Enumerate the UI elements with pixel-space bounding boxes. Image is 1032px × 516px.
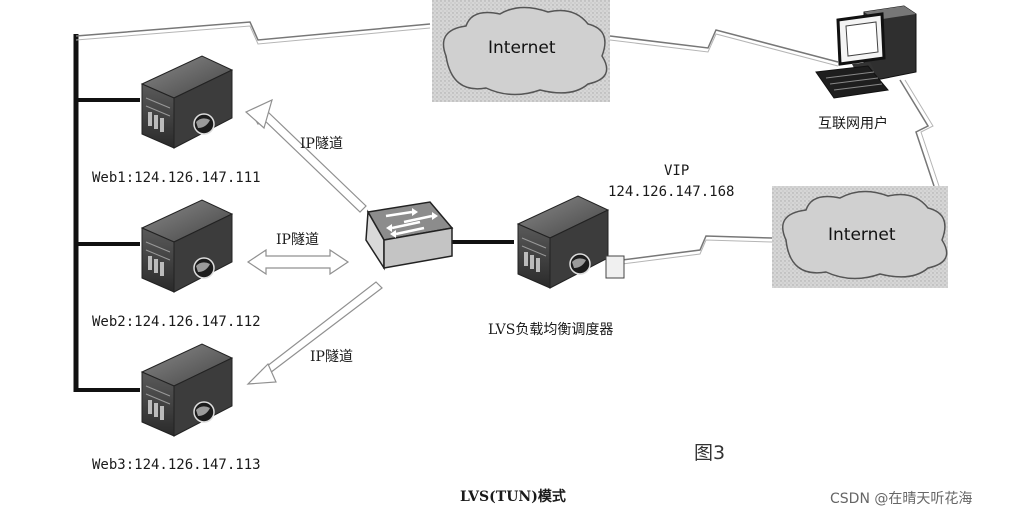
cloud-icon bbox=[432, 0, 610, 102]
web2-label: Web2:124.126.147.112 bbox=[92, 314, 261, 330]
web3-server-icon bbox=[141, 343, 233, 437]
wan-link-client bbox=[609, 29, 839, 63]
watermark: CSDN @在晴天听花海 bbox=[830, 491, 973, 507]
balancer-label: LVS负载均衡调度器 bbox=[488, 322, 614, 338]
client-label: 互联网用户 bbox=[818, 116, 888, 132]
wan-link-client-cloud bbox=[899, 79, 935, 187]
figure-caption: LVS(TUN)模式 bbox=[460, 489, 566, 505]
cloud-label-right: Internet bbox=[828, 225, 896, 245]
cloud-label-top: Internet bbox=[488, 38, 556, 58]
web1-server-icon bbox=[141, 55, 233, 149]
tunnel-label-web2: IP隧道 bbox=[276, 232, 319, 248]
tunnel-label-web3: IP隧道 bbox=[310, 349, 353, 365]
switch-icon bbox=[365, 201, 454, 271]
balancer-server-icon bbox=[517, 195, 609, 289]
web1-label: Web1:124.126.147.111 bbox=[92, 170, 261, 186]
vip-label: VIP bbox=[664, 163, 690, 179]
wan-link-servers bbox=[75, 21, 431, 41]
cloud-icon bbox=[772, 186, 948, 288]
figure-number: 图3 bbox=[694, 442, 726, 464]
vip-address: 124.126.147.168 bbox=[608, 184, 735, 200]
tunnel-arrow-web3 bbox=[246, 281, 383, 385]
computer-icon bbox=[815, 5, 917, 99]
wan-link-balancer bbox=[621, 235, 773, 261]
web3-label: Web3:124.126.147.113 bbox=[92, 457, 261, 473]
web2-server-icon bbox=[141, 199, 233, 293]
tunnel-arrow-web2 bbox=[246, 248, 350, 276]
tunnel-arrow-web1 bbox=[244, 98, 367, 213]
tunnel-label-web1: IP隧道 bbox=[300, 136, 343, 152]
